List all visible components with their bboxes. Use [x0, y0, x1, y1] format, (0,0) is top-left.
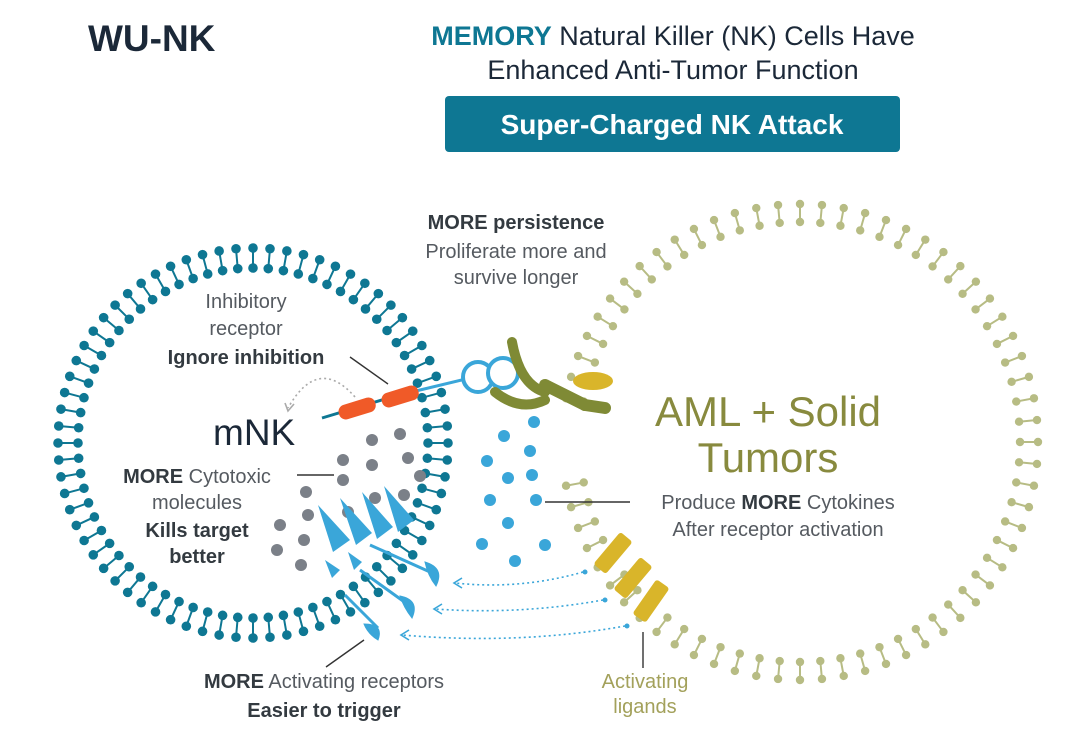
kills-label-line1: Kills target — [145, 520, 249, 542]
cytokines-label-line1: Produce MORE Cytokines — [661, 492, 894, 514]
activating-ligands-line1: Activating — [602, 671, 689, 693]
tumor-receptor-icon — [490, 337, 613, 414]
activating-receptors-bold: MORE — [204, 671, 264, 693]
banner-label: Super-Charged NK Attack — [501, 109, 844, 140]
inhibitory-receptor-icon — [284, 376, 471, 420]
inhibitory-label-line2: receptor — [209, 318, 283, 340]
activating-receptors-line1: MORE Activating receptors — [204, 671, 444, 693]
activating-receptor-icon — [343, 543, 440, 641]
tumor-label-line2: Tumors — [698, 434, 839, 481]
activating-receptors-line2: Easier to trigger — [247, 700, 401, 722]
nk-receptor-circles-icon — [461, 356, 520, 394]
arrow-heads — [399, 577, 463, 641]
nk-cell-label: mNK — [213, 412, 296, 453]
cytotoxic-rest: Cytotoxic — [183, 466, 271, 488]
activating-ligands-line2: ligands — [613, 696, 676, 718]
kills-label-line2: better — [169, 546, 225, 568]
ignore-inhibition-label: Ignore inhibition — [168, 347, 325, 369]
nk-cell-membrane — [53, 243, 453, 643]
signal-arrows — [401, 571, 626, 640]
cytokines-bold: MORE — [741, 492, 801, 514]
brand-name: WU-NK — [88, 18, 216, 59]
persistence-heading: MORE persistence — [428, 212, 605, 234]
page-title-line2: Enhanced Anti-Tumor Function — [487, 55, 858, 85]
cytotoxic-label-line2: molecules — [152, 492, 242, 514]
persistence-line1: Proliferate more and — [425, 241, 606, 263]
cytotoxic-granules — [271, 428, 426, 571]
persistence-line2: survive longer — [454, 267, 579, 289]
tumor-label-line1: AML + Solid — [655, 388, 881, 435]
cytokines-rest: Cytokines — [801, 492, 894, 514]
page-title: MEMORY Natural Killer (NK) Cells Have — [431, 21, 915, 51]
title-rest: Natural Killer (NK) Cells Have — [552, 21, 915, 51]
title-emphasis: MEMORY — [431, 21, 552, 51]
cytotoxic-bold: MORE — [123, 466, 183, 488]
cytotoxic-label-line1: MORE Cytotoxic — [123, 466, 271, 488]
banner-box — [445, 96, 900, 152]
cytokines-prefix: Produce — [661, 492, 741, 514]
cytokine-dots — [476, 416, 551, 567]
activating-ligand-icon — [594, 532, 669, 622]
cytotoxic-release-icon — [318, 486, 414, 578]
inhibitory-label-line1: Inhibitory — [205, 291, 286, 313]
leader-lines — [297, 356, 644, 668]
arrow-origins — [582, 569, 630, 629]
cytokines-label-line2: After receptor activation — [672, 519, 883, 541]
tumor-cell-membrane — [561, 199, 1043, 685]
activating-receptors-rest: Activating receptors — [264, 671, 444, 693]
